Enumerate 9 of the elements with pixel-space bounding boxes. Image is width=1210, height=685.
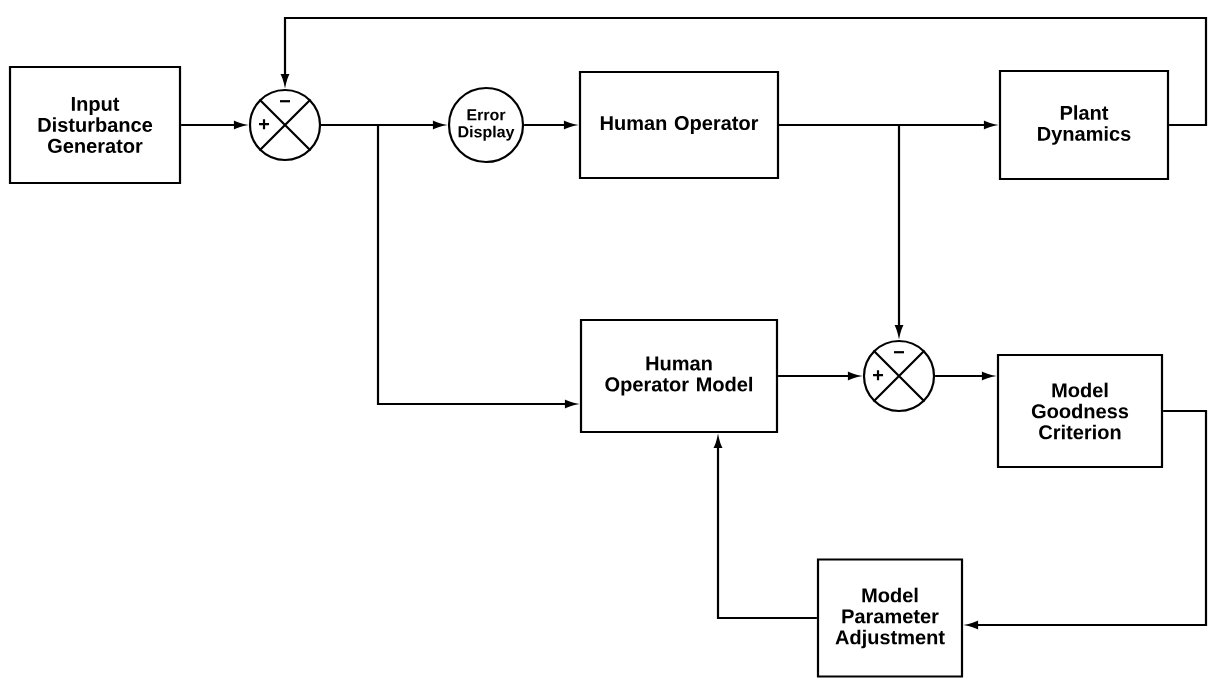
process-box: Plant Dynamics <box>998 69 1170 181</box>
process-box: Human Operator <box>578 70 780 180</box>
process-box: Input Disturbance Generator <box>8 65 182 185</box>
process-box: Human Operator Model <box>579 318 779 434</box>
process-box: Model Parameter Adjustment <box>816 558 964 678</box>
process-box: Model Goodness Criterion <box>996 353 1164 469</box>
arrow <box>281 16 1208 127</box>
summing-junction: − + <box>248 88 322 162</box>
summing-junction: − + <box>862 339 936 413</box>
